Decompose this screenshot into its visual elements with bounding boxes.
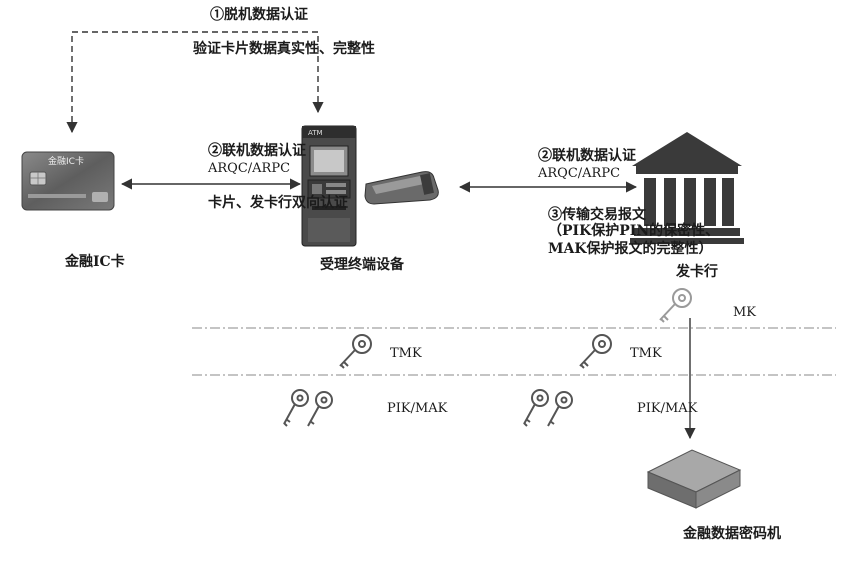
offline-auth-description: 验证卡片数据真实性、完整性 bbox=[193, 40, 375, 58]
pikmak-keys-icon-right bbox=[518, 386, 580, 430]
card-label: 金融IC卡 bbox=[65, 253, 125, 271]
atm-terminal-icon: ATM bbox=[298, 122, 360, 250]
tmk-key-icon-right bbox=[572, 332, 618, 372]
pikmak-left-label: PIK/MAK bbox=[387, 400, 447, 418]
pikmak-keys-icon-left bbox=[278, 386, 340, 430]
tmk-key-icon-left bbox=[332, 332, 378, 372]
mutual-auth-label: 卡片、发卡行双向认证 bbox=[208, 194, 348, 212]
pos-terminal-icon bbox=[362, 168, 442, 206]
terminal-label: 受理终端设备 bbox=[320, 256, 404, 274]
atm-sign-text: ATM bbox=[308, 129, 323, 137]
hsm-device-icon bbox=[640, 442, 744, 518]
ic-card-icon: 金融IC卡 bbox=[20, 150, 116, 212]
online-auth-right-title: ②联机数据认证 bbox=[538, 147, 636, 165]
tmk-left-label: TMK bbox=[390, 345, 422, 363]
card-face-text: 金融IC卡 bbox=[48, 155, 84, 167]
online-auth-left-title: ②联机数据认证 bbox=[208, 142, 306, 160]
online-auth-left-protocol: ARQC/ARPC bbox=[208, 160, 290, 178]
offline-auth-title: ①脱机数据认证 bbox=[210, 6, 308, 24]
tmk-right-label: TMK bbox=[630, 345, 662, 363]
transaction-pik-note: （PIK保护PIN的保密性、 bbox=[548, 222, 719, 240]
online-auth-right-protocol: ARQC/ARPC bbox=[538, 165, 620, 183]
mk-key-icon bbox=[652, 286, 698, 326]
transaction-mak-note: MAK保护报文的完整性） bbox=[548, 240, 713, 258]
bank-label: 发卡行 bbox=[676, 263, 718, 281]
hsm-label: 金融数据密码机 bbox=[683, 525, 781, 543]
pikmak-right-label: PIK/MAK bbox=[637, 400, 697, 418]
mk-label: MK bbox=[733, 304, 756, 322]
